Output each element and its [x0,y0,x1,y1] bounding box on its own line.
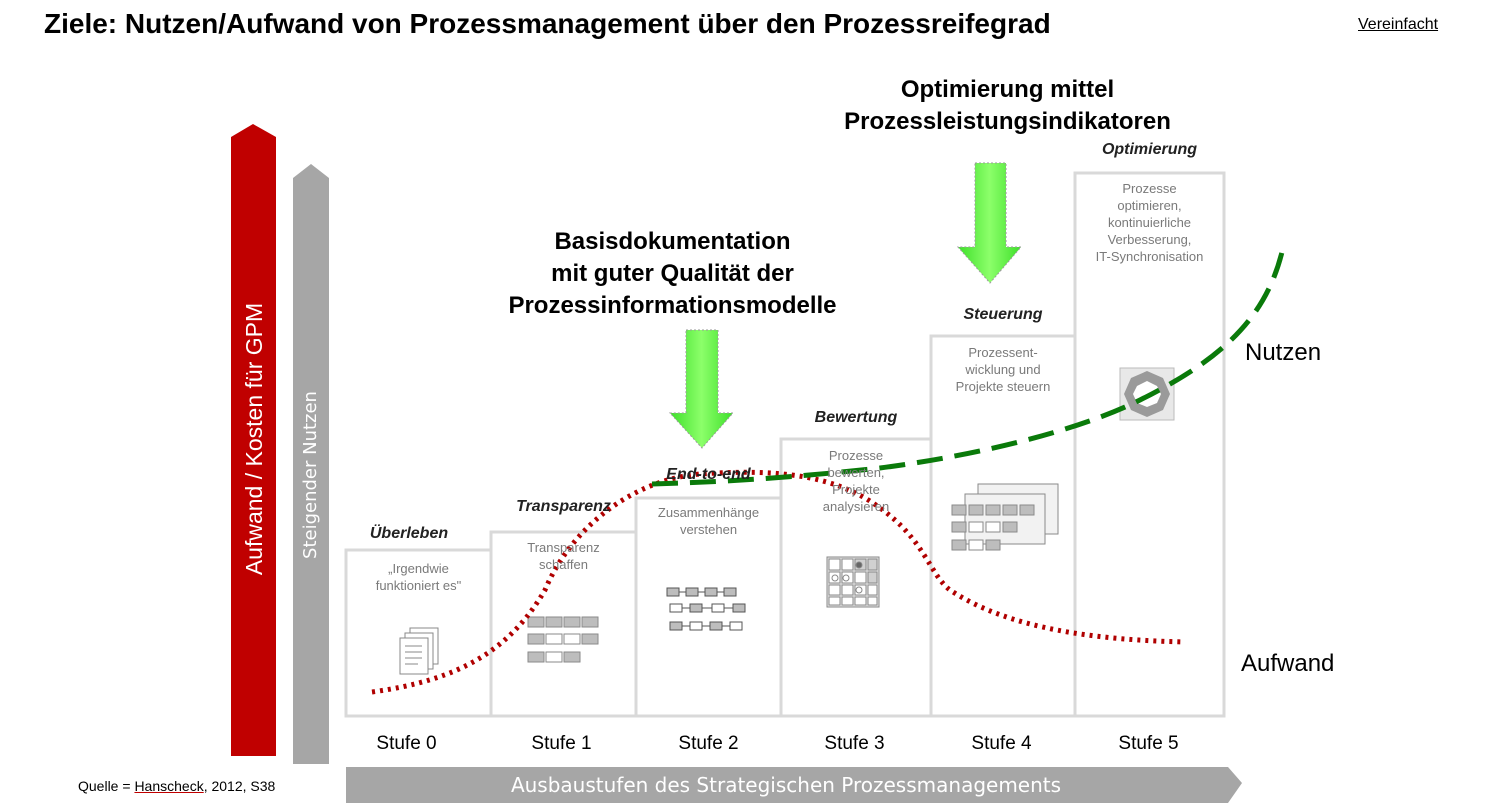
description-line: Projekte steuern [955,379,1051,394]
cost-axis-label: Aufwand / Kosten für GPM [241,302,267,576]
description-line: analysieren [822,499,890,514]
stage-number-5: Stufe 5 [1118,733,1179,754]
description-line: Verbesserung, [1107,232,1192,247]
stacked-chains-icon [951,483,1059,551]
stage-number-4: Stufe 4 [971,733,1032,754]
basis-callout-arrow [668,329,735,449]
description-line: Transparenz [527,540,600,555]
optimization-callout: Optimierung mittel Prozessleistungsindik… [795,74,1220,138]
description-line: Prozessent- [968,345,1038,360]
description-line: Projekte [832,482,880,497]
step-5 [1073,171,1226,718]
callout-line: mit guter Qualität der [551,260,794,287]
description-line: Prozesse [1122,181,1177,196]
optimization-callout-arrow [956,162,1023,284]
stage-description-1: Transparenz schaffen [491,539,636,573]
description-line: bewerten, [827,465,885,480]
matrix-grid-icon [826,556,880,608]
stage-name-5: Optimierung [1101,141,1198,158]
description-line: verstehen [679,522,738,537]
stage-description-4: Prozessent- wicklung und Projekte steuer… [931,344,1075,395]
effort-curve-label: Aufwand [1241,650,1335,677]
stages-axis-label: Ausbaustufen des Strategischen Prozessma… [510,773,1062,797]
stage-description-0: „Irgendwie funktioniert es" [346,560,491,594]
source-suffix: , 2012, S38 [203,778,276,794]
description-line: kontinuierliche [1107,215,1192,230]
cost-axis-arrow [231,124,276,756]
simplified-label: Vereinfacht [1358,16,1439,33]
stage-number-2: Stufe 2 [678,733,739,754]
source-citation: Quelle = Hanscheck, 2012, S38 [78,778,275,794]
stage-number-0: Stufe 0 [376,733,437,754]
stages-axis-arrow [346,767,1242,803]
callout-line: Optimierung mittel [900,76,1115,103]
description-line: schaffen [539,557,588,572]
description-line: Prozesse [828,448,884,463]
stage-description-3: Prozesse bewerten, Projekte analysieren [781,447,931,515]
description-line: IT-Synchronisation [1095,249,1204,264]
callout-line: Prozessinformationsmodelle [508,292,837,319]
stage-name-2: End-to-end [666,466,751,483]
callout-line: Basisdokumentation [554,228,791,255]
callout-line: Prozessleistungsindikatoren [844,108,1171,135]
stage-name-3: Bewertung [814,409,898,426]
stage-name-0: Überleben [369,525,449,542]
stage-number-3: Stufe 3 [824,733,885,754]
basis-documentation-callout: Basisdokumentation mit guter Qualität de… [470,226,875,322]
stage-name-4: Steuerung [963,306,1043,323]
benefit-curve [651,251,1285,487]
stage-description-2: Zusammenhänge verstehen [636,504,781,538]
description-line: wicklung und [965,362,1041,377]
process-flow-icon [666,587,746,631]
benefit-axis-label: Steigender Nutzen [300,391,321,559]
stage-description-5: Prozesse optimieren, kontinuierliche Ver… [1075,180,1224,265]
description-line: „Irgendwie [388,561,449,576]
source-author-link[interactable]: Hanscheck [134,778,204,794]
description-line: Zusammenhänge [657,505,760,520]
description-line: funktioniert es" [375,578,462,593]
source-prefix: Quelle = [78,778,135,794]
stage-number-1: Stufe 1 [531,733,592,754]
description-line: optimieren, [1117,198,1182,213]
document-stack-icon [399,627,439,675]
benefit-curve-label: Nutzen [1245,339,1322,366]
slide-title: Ziele: Nutzen/Aufwand von Prozessmanagem… [44,8,1051,39]
benefit-axis-arrow [293,164,329,764]
process-chain-icon [527,616,599,663]
stage-name-1: Transparenz [516,498,611,515]
